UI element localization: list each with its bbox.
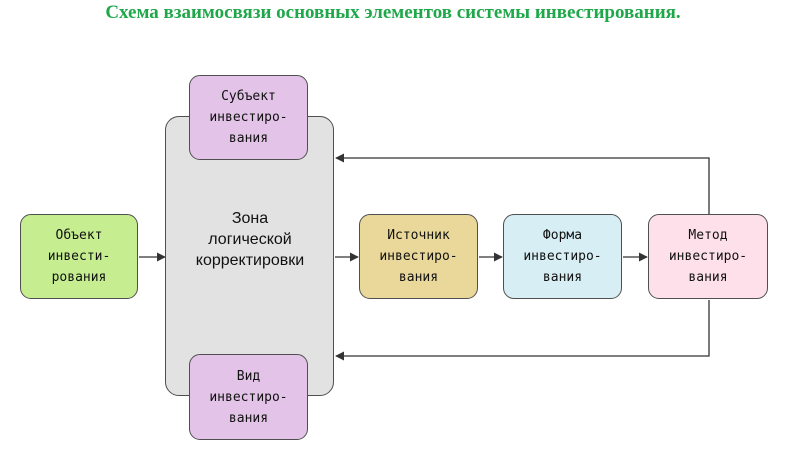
feedback-bottom bbox=[335, 300, 710, 361]
feedback-top bbox=[335, 153, 710, 214]
logical-correction-zone bbox=[165, 116, 334, 396]
node-method: Метод инвестиро- вания bbox=[648, 214, 768, 299]
node-object: Объект инвести- рования bbox=[20, 214, 138, 299]
diagram-title: Схема взаимосвязи основных элементов сис… bbox=[105, 2, 681, 23]
node-form: Форма инвестиро- вания bbox=[503, 214, 622, 299]
node-kind: Вид инвестиро- вания bbox=[189, 354, 308, 440]
node-subject: Субъект инвестиро- вания bbox=[189, 75, 308, 160]
zone-label: Зона логической корректировки bbox=[195, 210, 305, 269]
node-source: Источник инвестиро- вания bbox=[359, 214, 478, 299]
